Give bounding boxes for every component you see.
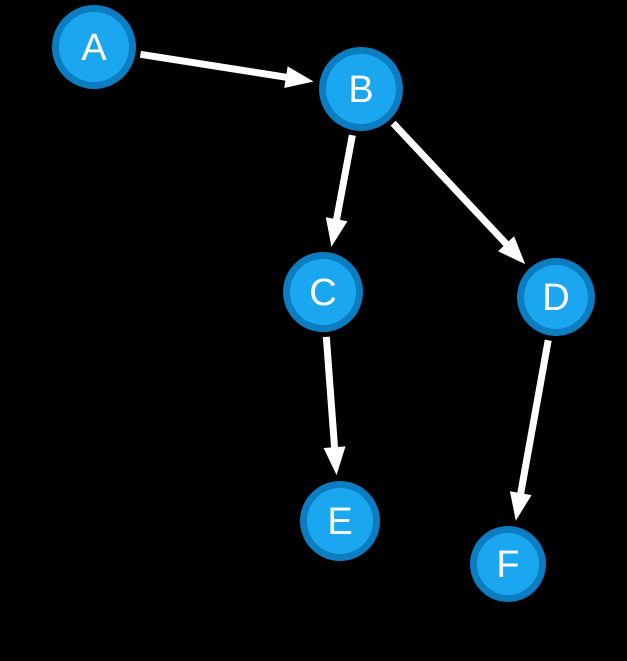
node-body (59, 12, 129, 82)
arrowhead-icon (284, 66, 314, 89)
edge-line-C-E (322, 336, 339, 452)
edge-C-E (322, 336, 346, 476)
node-body (307, 488, 373, 554)
node-body (326, 54, 396, 124)
edge-D-F (509, 339, 552, 521)
node-F[interactable]: F (470, 526, 546, 602)
arrowhead-icon (498, 236, 526, 265)
node-E[interactable]: E (300, 481, 380, 561)
edge-line-A-B (139, 50, 291, 82)
node-B[interactable]: B (319, 47, 403, 131)
node-body (477, 533, 539, 595)
edge-B-D (390, 120, 526, 265)
arrowhead-icon (323, 446, 346, 476)
arrowhead-icon (509, 491, 532, 521)
node-A[interactable]: A (52, 5, 136, 89)
edge-line-D-F (516, 339, 552, 498)
edge-line-B-D (390, 120, 512, 250)
node-C[interactable]: C (283, 252, 363, 332)
edge-A-B (139, 50, 314, 89)
node-body (290, 259, 356, 325)
arrowhead-icon (325, 217, 348, 247)
node-D[interactable]: D (517, 258, 595, 336)
node-body (524, 265, 588, 329)
edge-B-C (325, 134, 356, 247)
edge-line-B-C (332, 134, 356, 224)
